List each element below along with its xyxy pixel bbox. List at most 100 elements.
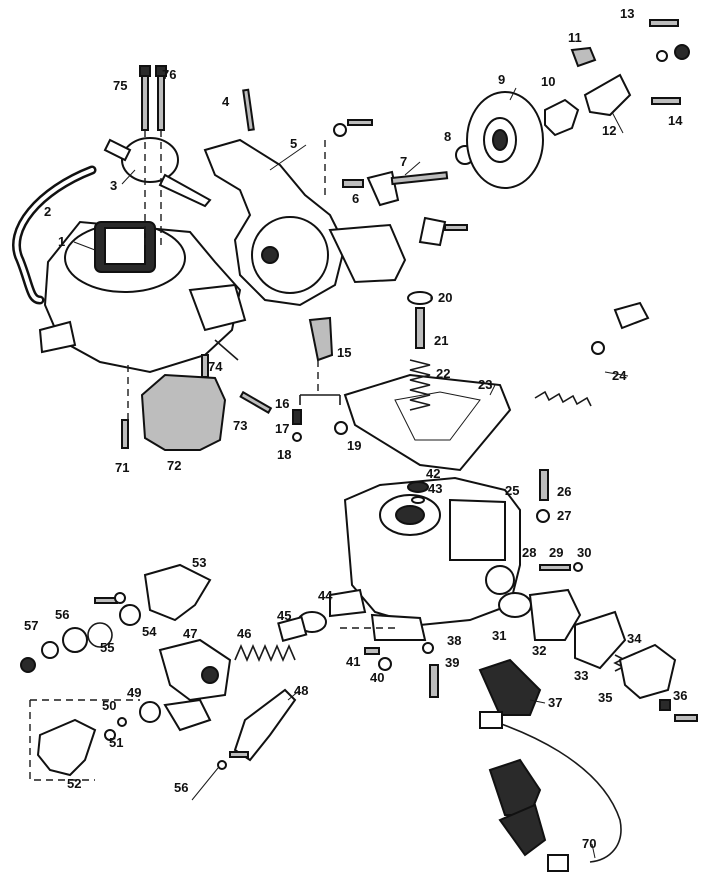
screw-part bbox=[201, 354, 209, 378]
part-label-22: 22 bbox=[436, 366, 450, 381]
part-label-18: 18 bbox=[277, 447, 291, 462]
part-label-34: 34 bbox=[627, 631, 642, 646]
part-label-50: 50 bbox=[102, 698, 116, 713]
part-label-16: 16 bbox=[275, 396, 289, 411]
part-label-41: 41 bbox=[346, 654, 360, 669]
part-label-56: 56 bbox=[55, 607, 69, 622]
part-label-43: 43 bbox=[428, 481, 442, 496]
part-label-40: 40 bbox=[370, 670, 384, 685]
part-label-49: 49 bbox=[127, 685, 141, 700]
choke-housing-part bbox=[203, 138, 407, 307]
leader-lines bbox=[73, 87, 629, 859]
part-label-31: 31 bbox=[492, 628, 506, 643]
part-label-72: 72 bbox=[167, 458, 181, 473]
part-label-42: 42 bbox=[426, 466, 440, 481]
part-label-76: 76 bbox=[162, 67, 176, 82]
carburetor-body-part bbox=[329, 476, 521, 641]
part-label-26: 26 bbox=[557, 484, 571, 499]
solenoid-part bbox=[478, 658, 622, 872]
throttle-shaft-part bbox=[234, 611, 327, 663]
part-label-53: 53 bbox=[192, 555, 206, 570]
part-label-1: 1 bbox=[58, 234, 65, 249]
part-label-15: 15 bbox=[337, 345, 351, 360]
part-label-35: 35 bbox=[598, 690, 612, 705]
part-label-8: 8 bbox=[444, 129, 451, 144]
part-label-3: 3 bbox=[110, 178, 117, 193]
part-label-45: 45 bbox=[277, 608, 291, 623]
choke-screws-part bbox=[139, 65, 167, 250]
pump-cover-part bbox=[528, 588, 582, 641]
pump-housing-part bbox=[574, 610, 627, 670]
cam-lever-part bbox=[233, 688, 297, 762]
part-label-11: 11 bbox=[568, 30, 582, 45]
screw-part bbox=[94, 597, 118, 604]
part-label-2: 2 bbox=[44, 204, 51, 219]
part-label-39: 39 bbox=[445, 655, 459, 670]
spring-part bbox=[539, 469, 549, 501]
part-label-7: 7 bbox=[400, 154, 407, 169]
part-label-5: 5 bbox=[290, 136, 297, 151]
diaphragm-part bbox=[498, 592, 532, 618]
lever-plate-part bbox=[36, 718, 97, 777]
screw-part bbox=[651, 97, 681, 105]
spring-part bbox=[613, 654, 625, 672]
part-label-36: 36 bbox=[673, 688, 687, 703]
part-label-30: 30 bbox=[577, 545, 591, 560]
part-label-28: 28 bbox=[522, 545, 536, 560]
fitting-part bbox=[570, 46, 597, 68]
part-label-19: 19 bbox=[347, 438, 361, 453]
screw-part bbox=[429, 664, 439, 698]
screw-part bbox=[649, 19, 679, 27]
screw-part bbox=[659, 699, 671, 711]
pin-part bbox=[242, 88, 255, 132]
part-label-13: 13 bbox=[620, 6, 634, 21]
plug-part bbox=[536, 509, 550, 523]
check-valve-part bbox=[308, 316, 334, 362]
part-label-33: 33 bbox=[574, 668, 588, 683]
pump-rod-part bbox=[534, 301, 650, 407]
part-label-6: 6 bbox=[352, 191, 359, 206]
washer-part bbox=[407, 291, 433, 305]
lever-part bbox=[583, 73, 632, 117]
part-label-37: 37 bbox=[548, 695, 562, 710]
part-label-51: 51 bbox=[109, 735, 123, 750]
part-label-21: 21 bbox=[434, 333, 448, 348]
part-label-29: 29 bbox=[549, 545, 563, 560]
part-label-25: 25 bbox=[505, 483, 519, 498]
part-label-55: 55 bbox=[100, 640, 114, 655]
part-label-73: 73 bbox=[233, 418, 247, 433]
part-label-71: 71 bbox=[115, 460, 129, 475]
part-label-10: 10 bbox=[541, 74, 555, 89]
part-label-12: 12 bbox=[602, 123, 616, 138]
part-label-74: 74 bbox=[208, 359, 223, 374]
part-label-38: 38 bbox=[447, 633, 461, 648]
part-label-4: 4 bbox=[222, 94, 230, 109]
choke-plate-part bbox=[103, 137, 212, 208]
part-label-17: 17 bbox=[275, 421, 289, 436]
part-label-27: 27 bbox=[557, 508, 571, 523]
needle-part bbox=[415, 307, 425, 349]
pin-part bbox=[239, 390, 273, 414]
part-label-57: 57 bbox=[24, 618, 38, 633]
pump-lever-housing-part bbox=[618, 643, 677, 700]
part-label-32: 32 bbox=[532, 643, 546, 658]
bracket-part bbox=[143, 563, 212, 622]
part-label-24: 24 bbox=[612, 368, 627, 383]
air-horn-part bbox=[38, 220, 247, 374]
part-label-20: 20 bbox=[438, 290, 452, 305]
part-label-48: 48 bbox=[294, 683, 308, 698]
vent-cover-part bbox=[140, 373, 227, 451]
part-label-70: 70 bbox=[582, 836, 596, 851]
screw-part bbox=[674, 714, 698, 722]
part-label-56b: 56 bbox=[174, 780, 188, 795]
part-label-44: 44 bbox=[318, 588, 333, 603]
part-label-9: 9 bbox=[498, 72, 505, 87]
spring-part bbox=[87, 622, 113, 648]
part-label-23: 23 bbox=[478, 377, 492, 392]
part-label-46: 46 bbox=[237, 626, 251, 641]
throttle-lever-part bbox=[158, 638, 232, 702]
pin-part bbox=[342, 179, 364, 188]
choke-cover-part bbox=[466, 91, 544, 189]
